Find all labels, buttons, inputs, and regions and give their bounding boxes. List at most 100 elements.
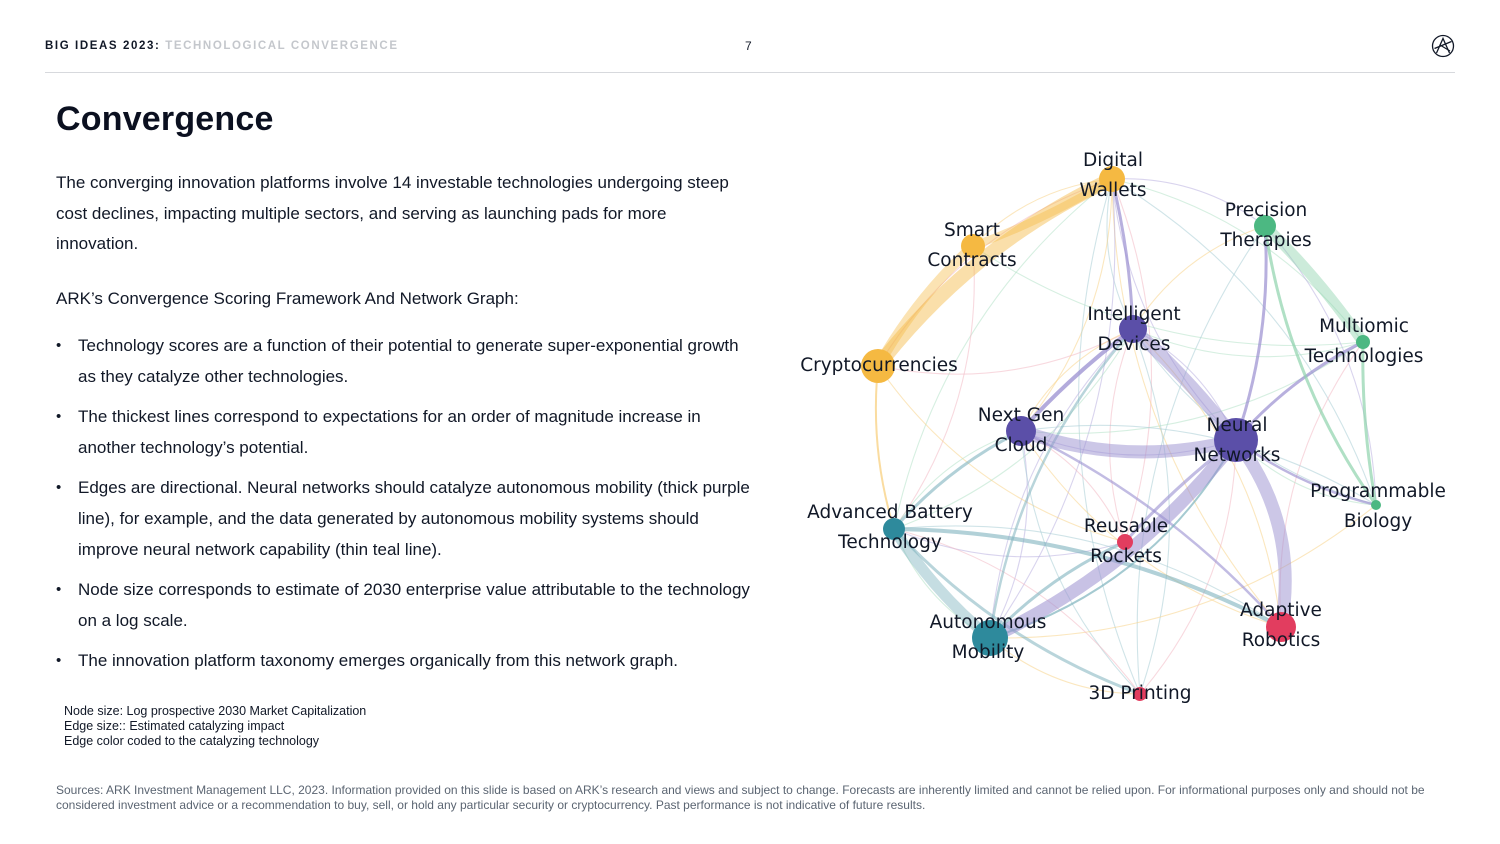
bullet-item: The innovation platform taxonomy emerges… xyxy=(56,645,756,676)
graph-edge xyxy=(1234,224,1268,442)
graph-legend-notes: Node size: Log prospective 2030 Market C… xyxy=(64,704,366,749)
graph-node-multiomic-technologies xyxy=(1356,335,1370,349)
graph-edge-thin xyxy=(877,328,1134,375)
graph-edge-thin xyxy=(1020,341,1364,434)
page-title: Convergence xyxy=(56,100,274,138)
graph-edge-thin xyxy=(1264,225,1377,506)
graph-edge-thin xyxy=(893,328,1134,530)
ark-logo-icon xyxy=(1431,34,1455,58)
slide-header: BIG IDEAS 2023: TECHNOLOGICAL CONVERGENC… xyxy=(45,34,1455,58)
graph-node-smart-contracts xyxy=(961,234,985,258)
graph-edge xyxy=(892,429,1023,531)
graph-edge-thin xyxy=(1111,178,1364,343)
graph-edge-thick xyxy=(1259,220,1369,348)
graph-node-precision-therapies xyxy=(1254,215,1276,237)
graph-node-autonomous-mobility xyxy=(972,620,1008,656)
graph-edge-thin xyxy=(1106,178,1134,330)
graph-edge xyxy=(988,327,1135,640)
graph-node-intelligent-devices xyxy=(1119,315,1147,343)
graph-edge-thin xyxy=(877,178,1113,367)
brand-main: BIG IDEAS 2023 xyxy=(45,40,155,52)
graph-edge-thin xyxy=(893,528,1141,695)
graph-node-reusable-rockets xyxy=(1117,534,1133,550)
graph-node-3d-printing xyxy=(1133,687,1147,701)
graph-edge-thick xyxy=(873,241,978,371)
legend-note-node-size: Node size: Log prospective 2030 Market C… xyxy=(64,704,367,718)
intro-paragraph: The converging innovation platforms invo… xyxy=(56,173,729,253)
graph-edge-thick xyxy=(969,175,1116,250)
graph-edge-thin xyxy=(972,178,1113,247)
graph-edge-thin xyxy=(1132,225,1266,330)
graph-node-cryptocurrencies xyxy=(861,349,895,383)
graph-node-adaptive-robotics xyxy=(1266,612,1296,642)
graph-edge-thin xyxy=(893,178,1113,530)
bullet-item: Technology scores are a function of thei… xyxy=(56,330,756,392)
graph-edge-thin xyxy=(1111,178,1282,628)
graph-edge-thin xyxy=(989,178,1116,639)
graph-edge-thin xyxy=(1111,178,1153,543)
graph-edge-thin xyxy=(989,504,1377,639)
graph-edge xyxy=(874,365,895,530)
graph-edge-thin xyxy=(1078,178,1141,695)
bullet-list: Technology scores are a function of thei… xyxy=(56,330,756,685)
graph-edge-thin xyxy=(1020,424,1377,506)
graph-node-next-gen-cloud xyxy=(1006,416,1036,446)
graph-edge xyxy=(1361,340,1378,507)
graph-edge-thin xyxy=(893,525,1282,628)
graph-node-neural-networks xyxy=(1214,418,1258,462)
graph-edge xyxy=(1110,177,1135,331)
header-divider xyxy=(45,72,1455,73)
graph-edge-thick xyxy=(983,433,1243,645)
bullet-item: Edges are directional. Neural networks s… xyxy=(56,472,756,565)
brand-subtitle: TECHNOLOGICAL CONVERGENCE xyxy=(165,40,399,52)
graph-edge-thin xyxy=(1020,328,1134,432)
graph-node-programmable-biology xyxy=(1371,500,1381,510)
bullet-item: Node size corresponds to estimate of 203… xyxy=(56,574,756,636)
graph-edge-thick xyxy=(1229,433,1292,634)
brand-separator: : xyxy=(154,40,161,52)
graph-edge-thin xyxy=(989,328,1134,639)
framework-heading: ARK’s Convergence Scoring Framework And … xyxy=(56,289,519,308)
bullet-item: The thickest lines correspond to expecta… xyxy=(56,401,756,463)
graph-edge-thin xyxy=(1111,178,1377,506)
brand-title: BIG IDEAS 2023: TECHNOLOGICAL CONVERGENC… xyxy=(45,40,399,52)
graph-nodes xyxy=(861,166,1381,701)
graph-edge-thin xyxy=(893,430,1022,530)
graph-edge-thin xyxy=(1109,328,1134,543)
graph-edge-thin xyxy=(1139,439,1237,695)
graph-edge-thin xyxy=(972,245,1364,347)
graph-node-digital-wallets xyxy=(1099,166,1125,192)
graph-edge-thin xyxy=(1132,328,1364,358)
graph-edge-thin xyxy=(1020,178,1113,432)
graph-edge-thick xyxy=(871,172,1119,373)
graph-edge-thin xyxy=(989,430,1028,639)
graph-edge-thin xyxy=(893,245,975,530)
graph-label-cryptocurrencies: Cryptocurrencies xyxy=(800,355,958,376)
page-number: 7 xyxy=(745,39,752,53)
sources-disclaimer: Sources: ARK Investment Management LLC, … xyxy=(56,783,1425,812)
legend-note-edge-color: Edge color coded to the catalyzing techn… xyxy=(64,734,320,748)
graph-node-advanced-battery-technology xyxy=(883,518,905,540)
graph-edge-thin xyxy=(1111,178,1266,227)
legend-note-edge-size: Edge size:: Estimated catalyzing impact xyxy=(64,719,285,733)
graph-edge-thin xyxy=(989,637,1141,695)
graph-edge xyxy=(1263,224,1378,507)
graph-edge xyxy=(1019,327,1135,433)
graph-edge-thin xyxy=(877,365,1126,543)
graph-label-3d-printing: 3D Printing xyxy=(1088,683,1191,704)
graph-edge-thick xyxy=(1014,424,1243,459)
graph-edges xyxy=(871,172,1378,696)
